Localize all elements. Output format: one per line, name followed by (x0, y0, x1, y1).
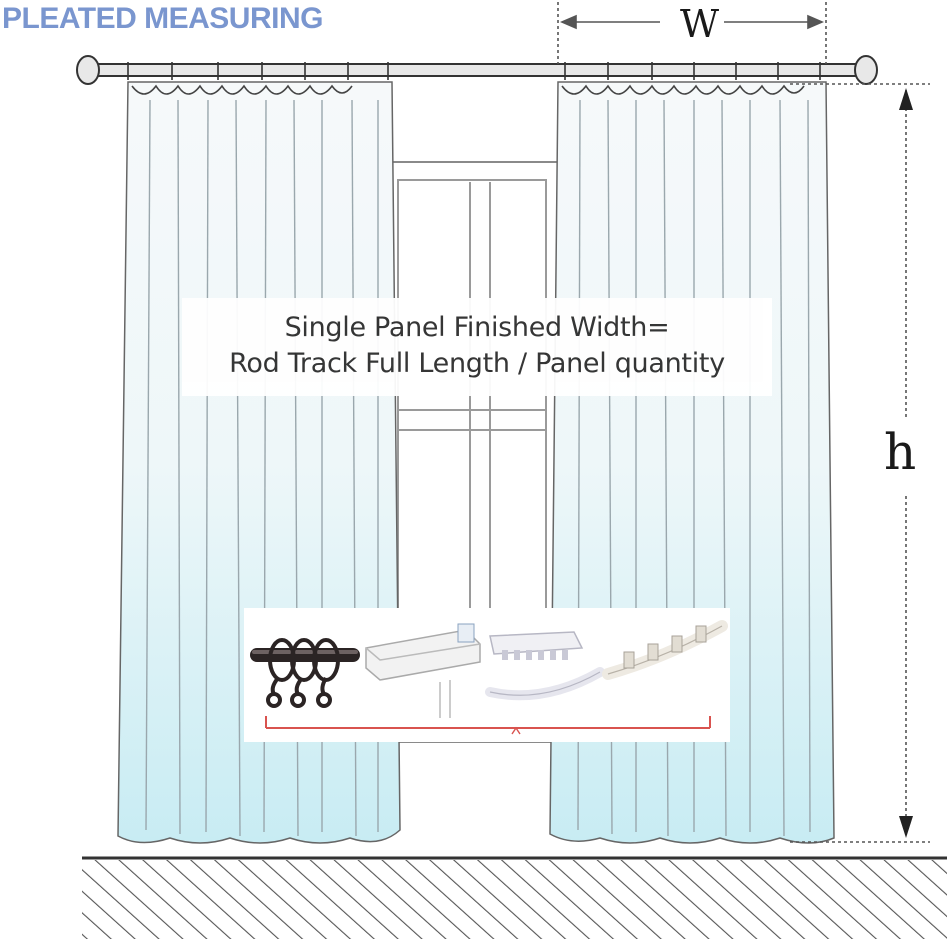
width-label: W (680, 2, 720, 46)
ceiling-track-icon (365, 623, 481, 718)
formula-caption: Single Panel Finished Width= Rod Track F… (182, 298, 772, 396)
page-title: PLEATED MEASURING (2, 2, 323, 35)
floor (82, 856, 947, 939)
flexible-track-icon (602, 620, 728, 680)
height-dimension (790, 83, 930, 843)
hardware-illustrations (250, 620, 728, 735)
formula-line-2: Rod Track Full Length / Panel quantity (229, 348, 725, 379)
width-dimension (557, 2, 827, 64)
curtain-rod (76, 55, 878, 85)
hardware-range-bracket (265, 716, 711, 735)
formula-line-1: Single Panel Finished Width= (284, 312, 670, 343)
hardware-panel (244, 608, 730, 742)
curtain-rod-with-rings-icon (250, 638, 360, 708)
height-label: h (884, 423, 917, 481)
curved-track-icon (485, 631, 605, 701)
